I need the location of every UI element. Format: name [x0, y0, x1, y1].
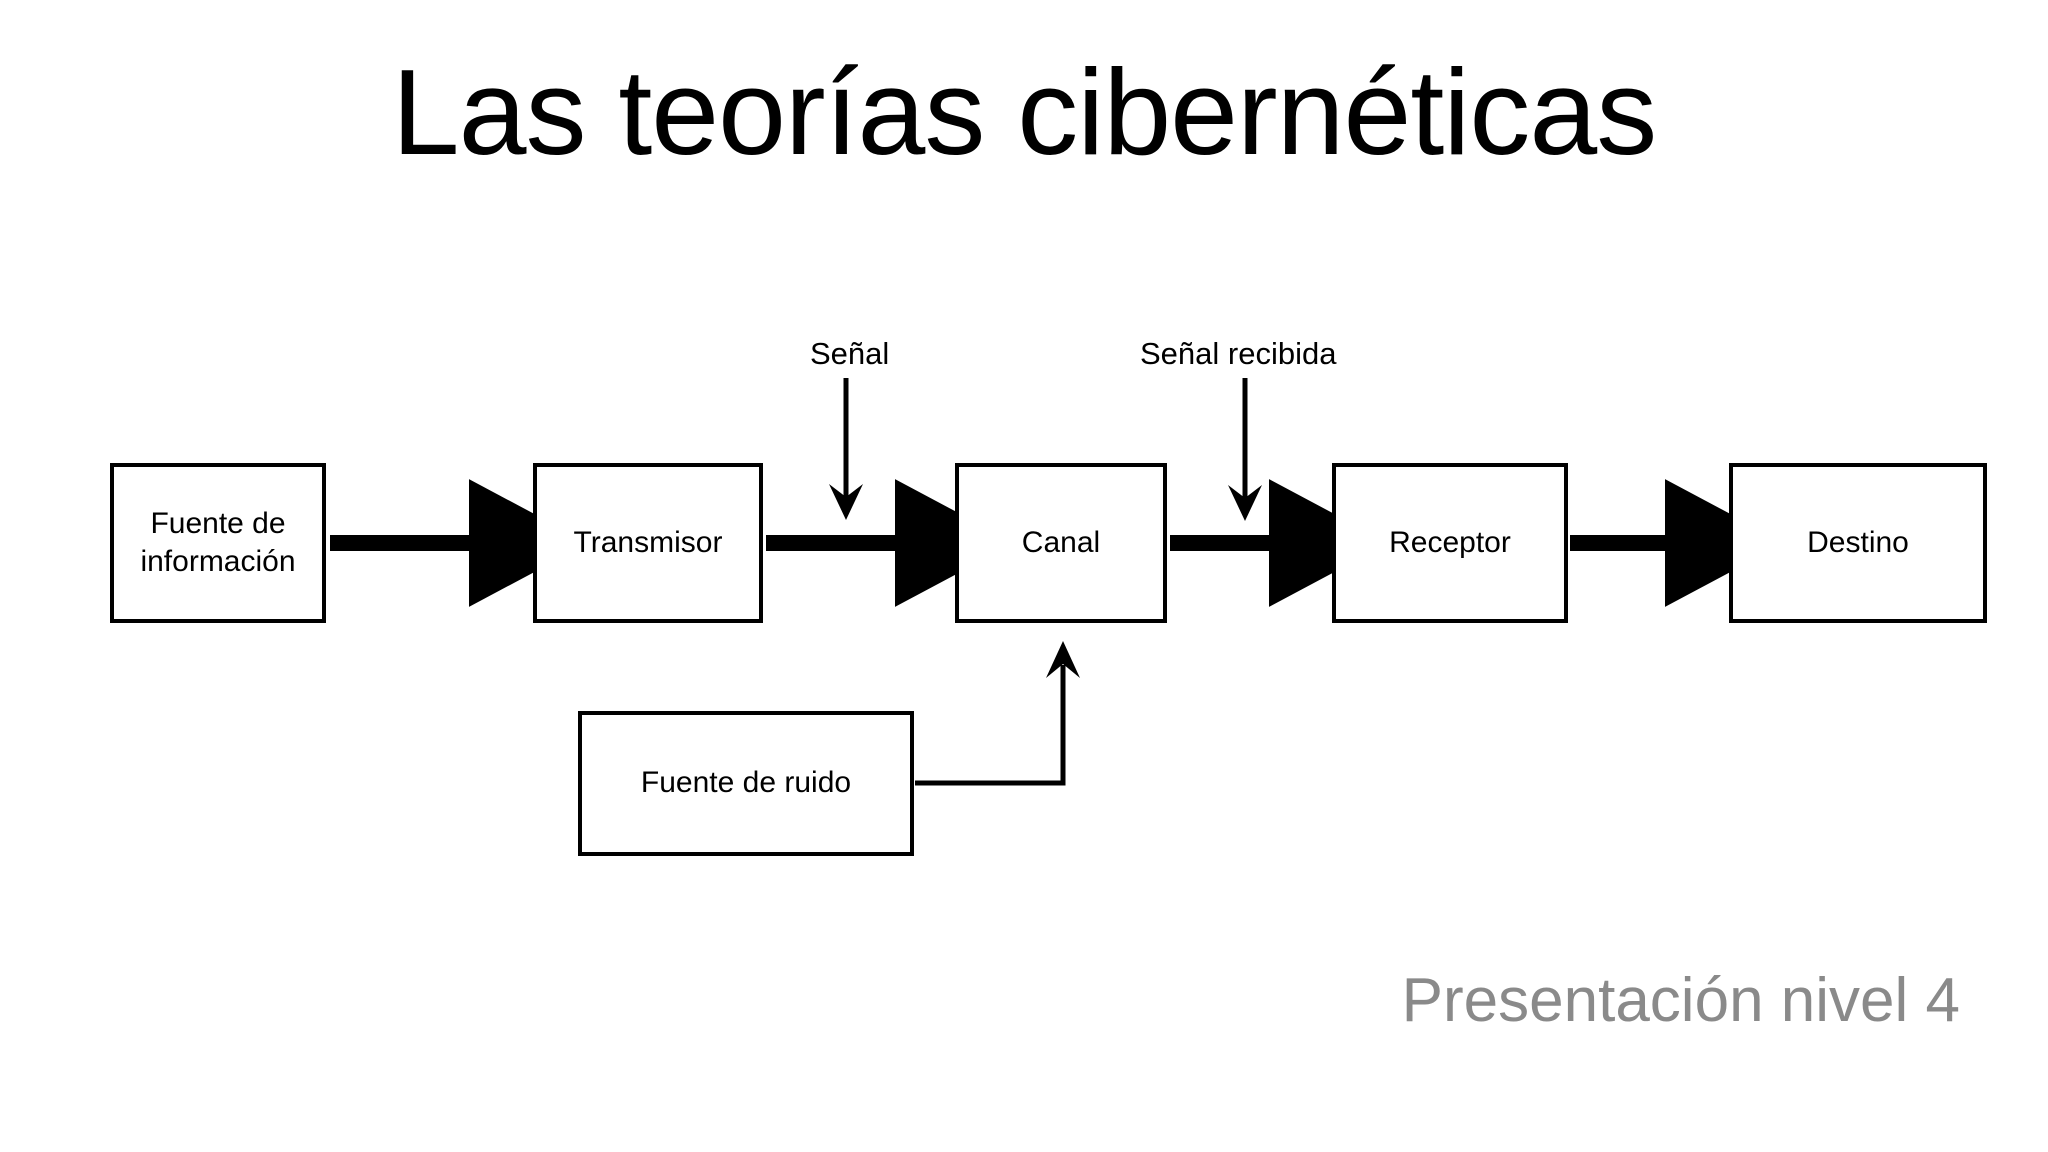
node-label: Canal [1021, 525, 1101, 559]
node-label: Receptor [1389, 525, 1511, 559]
node-label: Transmisor [573, 525, 723, 559]
footer-placeholder-text: Presentación nivel 4 [1401, 966, 1960, 1035]
node-label: Destino [1807, 525, 1909, 559]
diagram-node-canal[interactable]: Canal [955, 463, 1167, 623]
arrow-ruido-to-canal [915, 641, 1080, 786]
edge-label-senal: Señal [810, 336, 890, 371]
arrow-senal-down [829, 378, 863, 520]
diagram-node-fuente-informacion[interactable]: Fuente de información [110, 463, 326, 623]
diagram-node-receptor[interactable]: Receptor [1332, 463, 1568, 623]
diagram-node-destino[interactable]: Destino [1729, 463, 1987, 623]
page-title: Las teorías cibernéticas [391, 44, 1657, 180]
node-label: Fuente de información [140, 506, 296, 578]
node-label: Fuente de ruido [640, 766, 852, 800]
arrow-senal-recibida-down [1228, 378, 1262, 521]
diagram-node-transmisor[interactable]: Transmisor [533, 463, 763, 623]
diagram-node-fuente-ruido[interactable]: Fuente de ruido [578, 711, 914, 856]
edge-label-senal-recibida: Señal recibida [1140, 336, 1337, 371]
